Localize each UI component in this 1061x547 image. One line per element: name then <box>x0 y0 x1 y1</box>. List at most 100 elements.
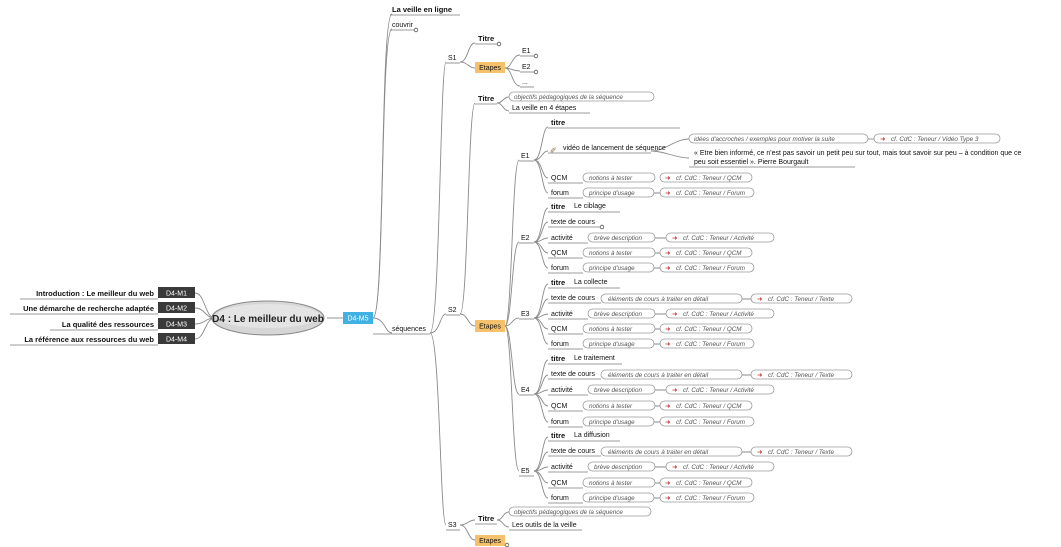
module-code-badge <box>158 318 195 329</box>
module-code: D4-M1 <box>166 291 187 298</box>
module-label: Introduction : Le meilleur du web <box>36 289 154 298</box>
s1-e1: E1 <box>522 48 531 55</box>
collapse-dot-icon[interactable] <box>533 69 539 75</box>
module-label: La référence aux ressources du web <box>24 335 154 344</box>
central-title: D4 : Le meilleur du web <box>212 314 324 325</box>
sequence-s3[interactable]: S3 Titre objectifs pédagogiques de la sé… <box>446 506 652 547</box>
etape-e5[interactable]: E5 titre La diffusion texte de cours élé… <box>519 431 853 504</box>
module-code: D4-M3 <box>166 322 187 329</box>
e1-quote-line1: « Etre bien informé, ce n'est pas savoir… <box>694 150 1022 157</box>
e4-activite: activité <box>551 387 573 394</box>
ref-arrow-icon: ➜ <box>665 250 670 257</box>
module-m5-badge[interactable]: D4-M5 <box>343 312 373 324</box>
e3-titre: titre <box>551 278 565 287</box>
branch-couvrir[interactable]: couvrir <box>390 22 419 33</box>
module-label: Une démarche de recherche adaptée <box>23 304 154 313</box>
e2-activite-pill: brève description <box>594 235 642 242</box>
e4-texte-ref: cf. CdC : Teneur / Texte <box>768 372 835 379</box>
ref-arrow-icon: ➜ <box>880 136 885 143</box>
module-code: D4-M2 <box>166 306 187 313</box>
couvrir-label: couvrir <box>392 22 414 29</box>
ref-arrow-icon: ➜ <box>757 372 762 379</box>
module-list: Introduction : Le meilleur du web D4-M1 … <box>10 287 195 346</box>
e2-activite-ref: cf. CdC : Teneur / Activité <box>683 235 754 242</box>
e2-forum: forum <box>551 265 569 272</box>
e2-label: E2 <box>521 235 530 242</box>
s2-label: S2 <box>448 307 457 314</box>
branch-veille[interactable]: La veille en ligne <box>390 5 460 16</box>
e5-forum-ref: cf. CdC : Teneur / Forum <box>676 495 745 502</box>
e3-qcm: QCM <box>551 326 568 333</box>
e5-label: E5 <box>521 468 530 475</box>
e2-qcm: QCM <box>551 250 568 257</box>
s3-objectifs: objectifs pédagogiques de la séquence <box>514 509 623 516</box>
e3-forum: forum <box>551 341 569 348</box>
e3-texte: texte de cours <box>551 295 595 302</box>
e2-qcm-pill: notions à tester <box>589 250 633 257</box>
e5-forum-pill: principe d'usage <box>588 495 635 502</box>
ref-arrow-icon: ➜ <box>665 265 670 272</box>
collapse-dot-icon[interactable] <box>599 224 605 230</box>
e3-forum-pill: principe d'usage <box>588 341 635 348</box>
etape-e2[interactable]: E2 titre Le ciblage texte de cours activ… <box>519 202 775 274</box>
e1-qcm-ref: cf. CdC : Teneur / QCM <box>676 175 742 182</box>
module-m5-code: D4-M5 <box>347 316 368 323</box>
collapse-dot-icon[interactable] <box>504 542 510 547</box>
ref-arrow-icon: ➜ <box>665 403 670 410</box>
ref-arrow-icon: ➜ <box>757 296 762 303</box>
central-topic[interactable]: D4 : Le meilleur du web <box>211 300 325 336</box>
etape-e4[interactable]: E4 titre Le traitement texte de cours él… <box>519 354 853 428</box>
e3-activite-pill: brève description <box>594 311 642 318</box>
e5-texte: texte de cours <box>551 448 595 455</box>
branch-sequences[interactable]: séquences <box>373 326 430 335</box>
ref-arrow-icon: ➜ <box>665 190 670 197</box>
e5-qcm-pill: notions à tester <box>589 480 633 487</box>
collapse-dot-icon[interactable] <box>533 53 539 59</box>
e3-qcm-ref: cf. CdC : Teneur / QCM <box>676 326 742 333</box>
sequence-s2[interactable]: S2 Titre objectifs pédagogiques de la sé… <box>446 91 655 332</box>
ref-arrow-icon: ➜ <box>672 235 677 242</box>
s1-ellipsis: ... <box>522 79 528 86</box>
e4-forum: forum <box>551 419 569 426</box>
e4-titre-value: Le traitement <box>574 355 615 362</box>
ref-arrow-icon: ➜ <box>672 311 677 318</box>
e1-video-ref: cf. CdC : Teneur / Vidéo Type 3 <box>891 136 979 143</box>
e2-texte: texte de cours <box>551 219 595 226</box>
e3-activite-ref: cf. CdC : Teneur / Activité <box>683 311 754 318</box>
e3-label: E3 <box>521 311 530 318</box>
e1-qcm: QCM <box>551 175 568 182</box>
sequence-s1[interactable]: S1 Titre Etapes E1 E2 ... <box>446 34 539 88</box>
e1-label: E1 <box>521 153 530 160</box>
s2-titre-value: La veille en 4 étapes <box>512 105 577 112</box>
ref-arrow-icon: ➜ <box>757 449 762 456</box>
module-item[interactable]: Introduction : Le meilleur du web D4-M1 <box>20 287 195 300</box>
collapse-dot-icon[interactable] <box>496 41 502 47</box>
e3-texte-pill: éléments de cours à traiter en détail <box>608 296 709 303</box>
etape-e3[interactable]: E3 titre La collecte texte de cours élém… <box>519 278 853 350</box>
e1-accroches: idées d'accroches / exemples pour motive… <box>694 136 835 143</box>
e4-forum-ref: cf. CdC : Teneur / Forum <box>676 419 745 426</box>
e2-forum-ref: cf. CdC : Teneur / Forum <box>676 265 745 272</box>
e3-texte-ref: cf. CdC : Teneur / Texte <box>768 296 835 303</box>
module-item[interactable]: La qualité des ressources D4-M3 <box>50 318 195 331</box>
collapse-dot-icon[interactable] <box>413 27 419 33</box>
etape-e1[interactable]: E1 titre ✐ vidéo de lancement de séquenc… <box>519 118 1022 199</box>
module-code-badge <box>158 287 195 298</box>
e2-titre: titre <box>551 202 565 211</box>
e1-forum-pill: principe d'usage <box>588 190 635 197</box>
e4-label: E4 <box>521 387 530 394</box>
module-item[interactable]: La référence aux ressources du web D4-M4 <box>10 333 195 346</box>
e4-activite-ref: cf. CdC : Teneur / Activité <box>683 387 754 394</box>
module-item[interactable]: Une démarche de recherche adaptée D4-M2 <box>10 302 195 315</box>
e1-video: vidéo de lancement de séquence <box>563 145 666 152</box>
e4-texte-pill: éléments de cours à traiter en détail <box>608 372 709 379</box>
e4-forum-pill: principe d'usage <box>588 419 635 426</box>
sequences-label: séquences <box>392 326 426 333</box>
connectors <box>194 13 874 541</box>
e5-activite-pill: brève description <box>594 464 642 471</box>
e5-activite: activité <box>551 464 573 471</box>
ref-arrow-icon: ➜ <box>665 175 670 182</box>
e4-activite-pill: brève description <box>594 387 642 394</box>
e5-forum: forum <box>551 495 569 502</box>
s1-e2: E2 <box>522 64 531 71</box>
